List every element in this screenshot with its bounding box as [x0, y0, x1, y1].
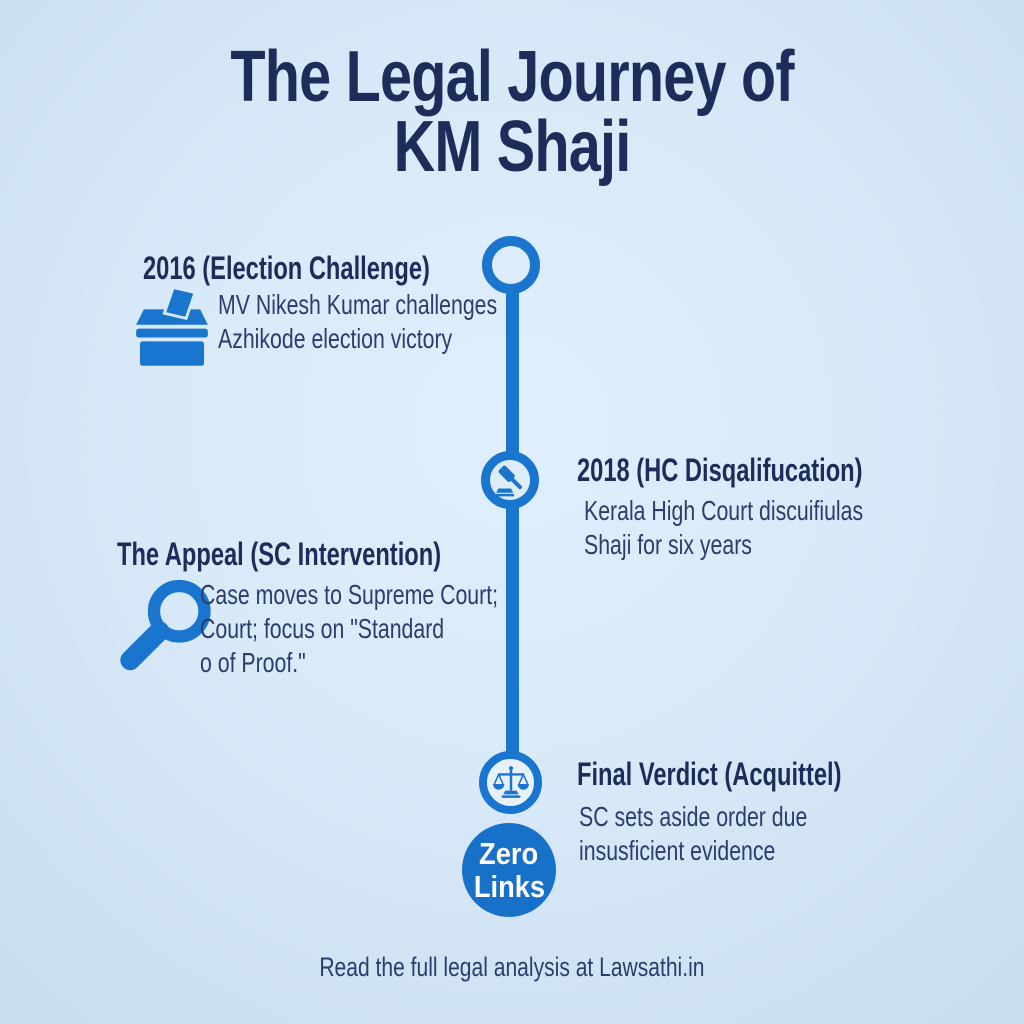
event-2016-heading: 2016 (Election Challenge): [143, 250, 430, 286]
page-title: The Legal Journey of KM Shaji: [0, 37, 1024, 187]
magnifier-icon: [118, 576, 216, 676]
footer-note: Read the full legal analysis at Lawsathi…: [319, 952, 705, 982]
page-title-line1: The Legal Journey of: [230, 37, 794, 117]
zero-links-badge: Zero Links: [462, 823, 556, 917]
event-appeal-body: Case moves to Supreme Court; Court; focu…: [200, 579, 499, 678]
event-2016-body: MV Nikesh Kumar challenges Azhikode elec…: [218, 289, 498, 354]
ballot-box-icon: [131, 285, 213, 371]
zero-links-line1: Zero: [479, 836, 539, 871]
event-2018-body: Kerala High Court discuifiulas Shaji for…: [584, 495, 864, 560]
event-verdict-body: SC sets aside order due insusficient evi…: [579, 801, 808, 866]
event-verdict-heading: Final Verdict (Acquittel): [577, 756, 842, 792]
scales-icon: [492, 765, 529, 798]
event-2018-heading: 2018 (HC Disqalifucation): [577, 452, 863, 488]
timeline-spine: [506, 288, 519, 785]
zero-links-line2: Links: [473, 869, 545, 904]
page-title-line2: KM Shaji: [393, 107, 632, 187]
timeline-node-start: [482, 236, 540, 294]
gavel-icon: [495, 465, 523, 497]
timeline-node-scales: [479, 751, 542, 814]
event-appeal-heading: The Appeal (SC Intervention): [117, 536, 442, 572]
timeline-node-gavel: [481, 451, 539, 509]
